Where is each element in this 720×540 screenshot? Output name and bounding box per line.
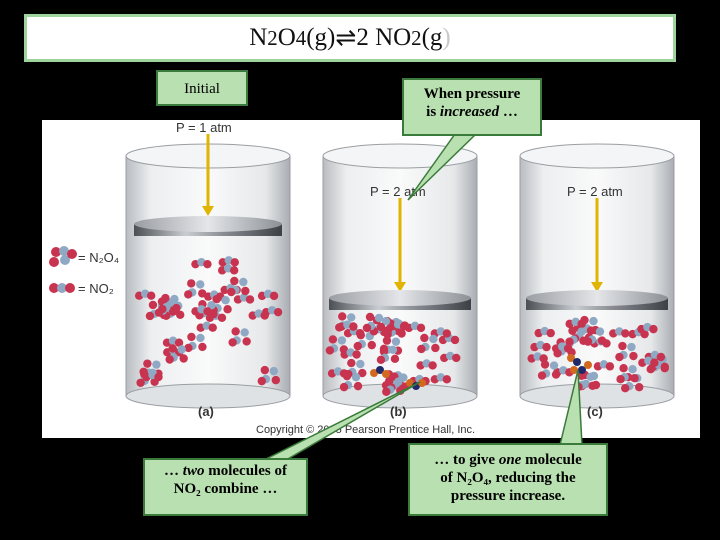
figure-panel: = N₂O₄ = NO₂ P = 1 atm (a) P = 2 atm (b): [42, 120, 700, 438]
callout-initial-text: Initial: [184, 81, 220, 97]
callout-one-line2: of N₂O₄, reducing the: [410, 469, 606, 487]
callout-two-line2: NO₂ combine …: [145, 480, 306, 498]
label-a: (a): [198, 404, 214, 419]
when-post: …: [499, 104, 518, 120]
callout-one-line3: pressure increase.: [410, 487, 606, 505]
legend: = N₂O₄ = NO₂: [49, 246, 119, 296]
pressure-label-a: P = 1 atm: [176, 120, 232, 135]
callout-when-line1: When pressure: [404, 85, 540, 103]
two-pre: …: [164, 463, 183, 479]
legend-no2-label: = NO₂: [78, 281, 114, 296]
when-pre: is: [426, 104, 440, 120]
title-g2: (g: [422, 24, 443, 52]
legend-n2o4-icon: [49, 246, 77, 267]
title-sub-4: 4: [296, 26, 306, 51]
title-2no: 2 NO: [356, 24, 411, 52]
copyright: Copyright © 2005 Pearson Prentice Hall, …: [256, 424, 475, 436]
pressure-label-b: P = 2 atm: [370, 184, 426, 199]
title-o: O: [278, 24, 296, 52]
two-em: two: [183, 463, 205, 479]
label-c: (c): [587, 404, 603, 419]
cylinder-a: [126, 134, 290, 408]
one-pre: … to give: [434, 452, 499, 468]
title-sub-2: 2: [267, 26, 277, 51]
two-post: molecules of: [204, 463, 286, 479]
equilibrium-arrow-icon: ⇌: [335, 23, 356, 53]
callout-when-pressure: When pressure is increased …: [402, 78, 542, 136]
callout-two-line1: … two molecules of: [145, 462, 306, 480]
when-em: increased: [440, 104, 499, 120]
callout-two-molecules: … two molecules of NO₂ combine …: [143, 458, 308, 516]
title-sub-2b: 2: [411, 26, 421, 51]
title-paren: ): [442, 24, 450, 52]
one-post: molecule: [521, 452, 581, 468]
callout-when-line2: is increased …: [404, 103, 540, 121]
legend-no2-icon: [49, 283, 75, 293]
pressure-label-c: P = 2 atm: [567, 184, 623, 199]
one-em: one: [499, 452, 522, 468]
callout-one-molecule: … to give one molecule of N₂O₄, reducing…: [408, 443, 608, 516]
label-b: (b): [390, 404, 407, 419]
callout-one-line1: … to give one molecule: [410, 451, 606, 469]
le-chatelier-figure: = N₂O₄ = NO₂ P = 1 atm (a) P = 2 atm (b): [42, 120, 700, 438]
title-g: (g): [306, 24, 335, 52]
title-n: N: [249, 24, 267, 52]
callout-initial: Initial: [156, 70, 248, 106]
legend-n2o4-label: = N₂O₄: [78, 250, 119, 265]
